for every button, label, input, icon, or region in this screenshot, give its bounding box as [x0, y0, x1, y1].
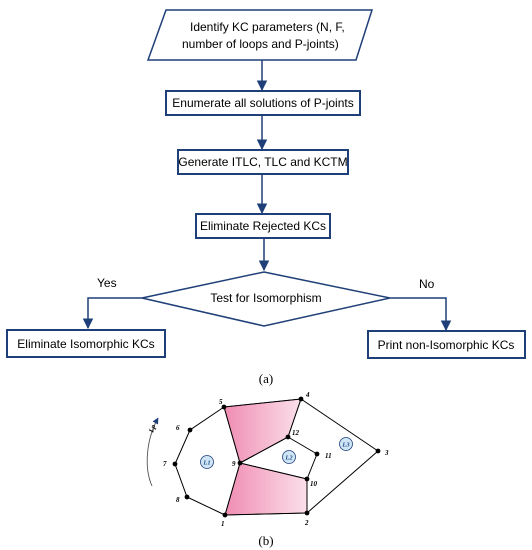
node-label-1: 1 — [221, 520, 225, 528]
node-label-12: 12 — [292, 429, 300, 437]
step-eliminate-rejected-box — [195, 213, 331, 239]
node-label-5: 5 — [219, 398, 223, 406]
chain-joints — [172, 396, 381, 518]
node-label-4: 4 — [305, 391, 310, 399]
result-eliminate-isomorphic-box — [6, 329, 166, 358]
node-label-10: 10 — [310, 480, 318, 488]
joint-2 — [304, 510, 310, 516]
flowchart: Identify KC parameters (N, F, number of … — [6, 9, 526, 386]
direction-arc-arrow — [146, 417, 159, 487]
step-enumerate-text: Enumerate all solutions of P-joints — [172, 96, 353, 110]
result-print-box — [367, 330, 526, 359]
no-branch-line — [390, 297, 452, 332]
input-text-line2: number of loops and P-joints) — [182, 37, 339, 51]
step-generate-text: Generate ITLC, TLC and KCTM — [178, 155, 347, 169]
caption-b: (b) — [258, 533, 273, 548]
joint-12 — [285, 434, 291, 440]
decision-diamond — [141, 271, 391, 327]
joint-4 — [298, 396, 304, 402]
joint-8 — [184, 494, 190, 500]
kinematic-chain: 1 2 3 4 5 6 7 8 9 10 11 12 L1 L2 L3 Lp (… — [146, 391, 389, 548]
loop-label-l1: L1 — [202, 460, 210, 467]
joint-9 — [237, 460, 243, 466]
node-label-2: 2 — [304, 519, 309, 527]
yes-label: Yes — [97, 276, 117, 290]
no-label: No — [419, 277, 435, 291]
node-label-3: 3 — [384, 449, 389, 457]
chain-edges — [174, 398, 379, 516]
node-label-11: 11 — [325, 452, 332, 460]
direction-label: Lp — [147, 423, 158, 434]
step-eliminate-rejected-text: Eliminate Rejected KCs — [200, 219, 326, 233]
step-generate-box — [177, 149, 349, 175]
node-label-9: 9 — [232, 460, 236, 468]
joint-10 — [304, 476, 310, 482]
input-text-line1: Identify KC parameters (N, F, — [190, 20, 345, 34]
node-label-8: 8 — [176, 496, 180, 504]
step-enumerate-box — [165, 90, 361, 116]
input-parallelogram — [146, 9, 374, 61]
loop-marker-l2 — [282, 450, 296, 464]
loop-marker-l1 — [200, 455, 214, 469]
node-label-6: 6 — [176, 424, 180, 432]
node-label-7: 7 — [163, 460, 167, 468]
joint-1 — [222, 512, 228, 518]
loop-label-l3: L3 — [341, 442, 350, 449]
joint-7 — [172, 461, 178, 467]
caption-a: (a) — [259, 371, 273, 386]
loop-marker-l3 — [339, 437, 353, 451]
result-eliminate-isomorphic-text: Eliminate Isomorphic KCs — [17, 337, 154, 351]
joint-3 — [375, 448, 381, 454]
result-print-text: Print non-Isomorphic KCs — [378, 338, 515, 352]
joint-5 — [221, 404, 227, 410]
joint-11 — [314, 451, 320, 457]
decision-text: Test for Isomorphism — [210, 291, 321, 305]
yes-branch-line — [82, 297, 142, 330]
joint-6 — [187, 427, 193, 433]
loop-label-l2: L2 — [284, 455, 293, 462]
